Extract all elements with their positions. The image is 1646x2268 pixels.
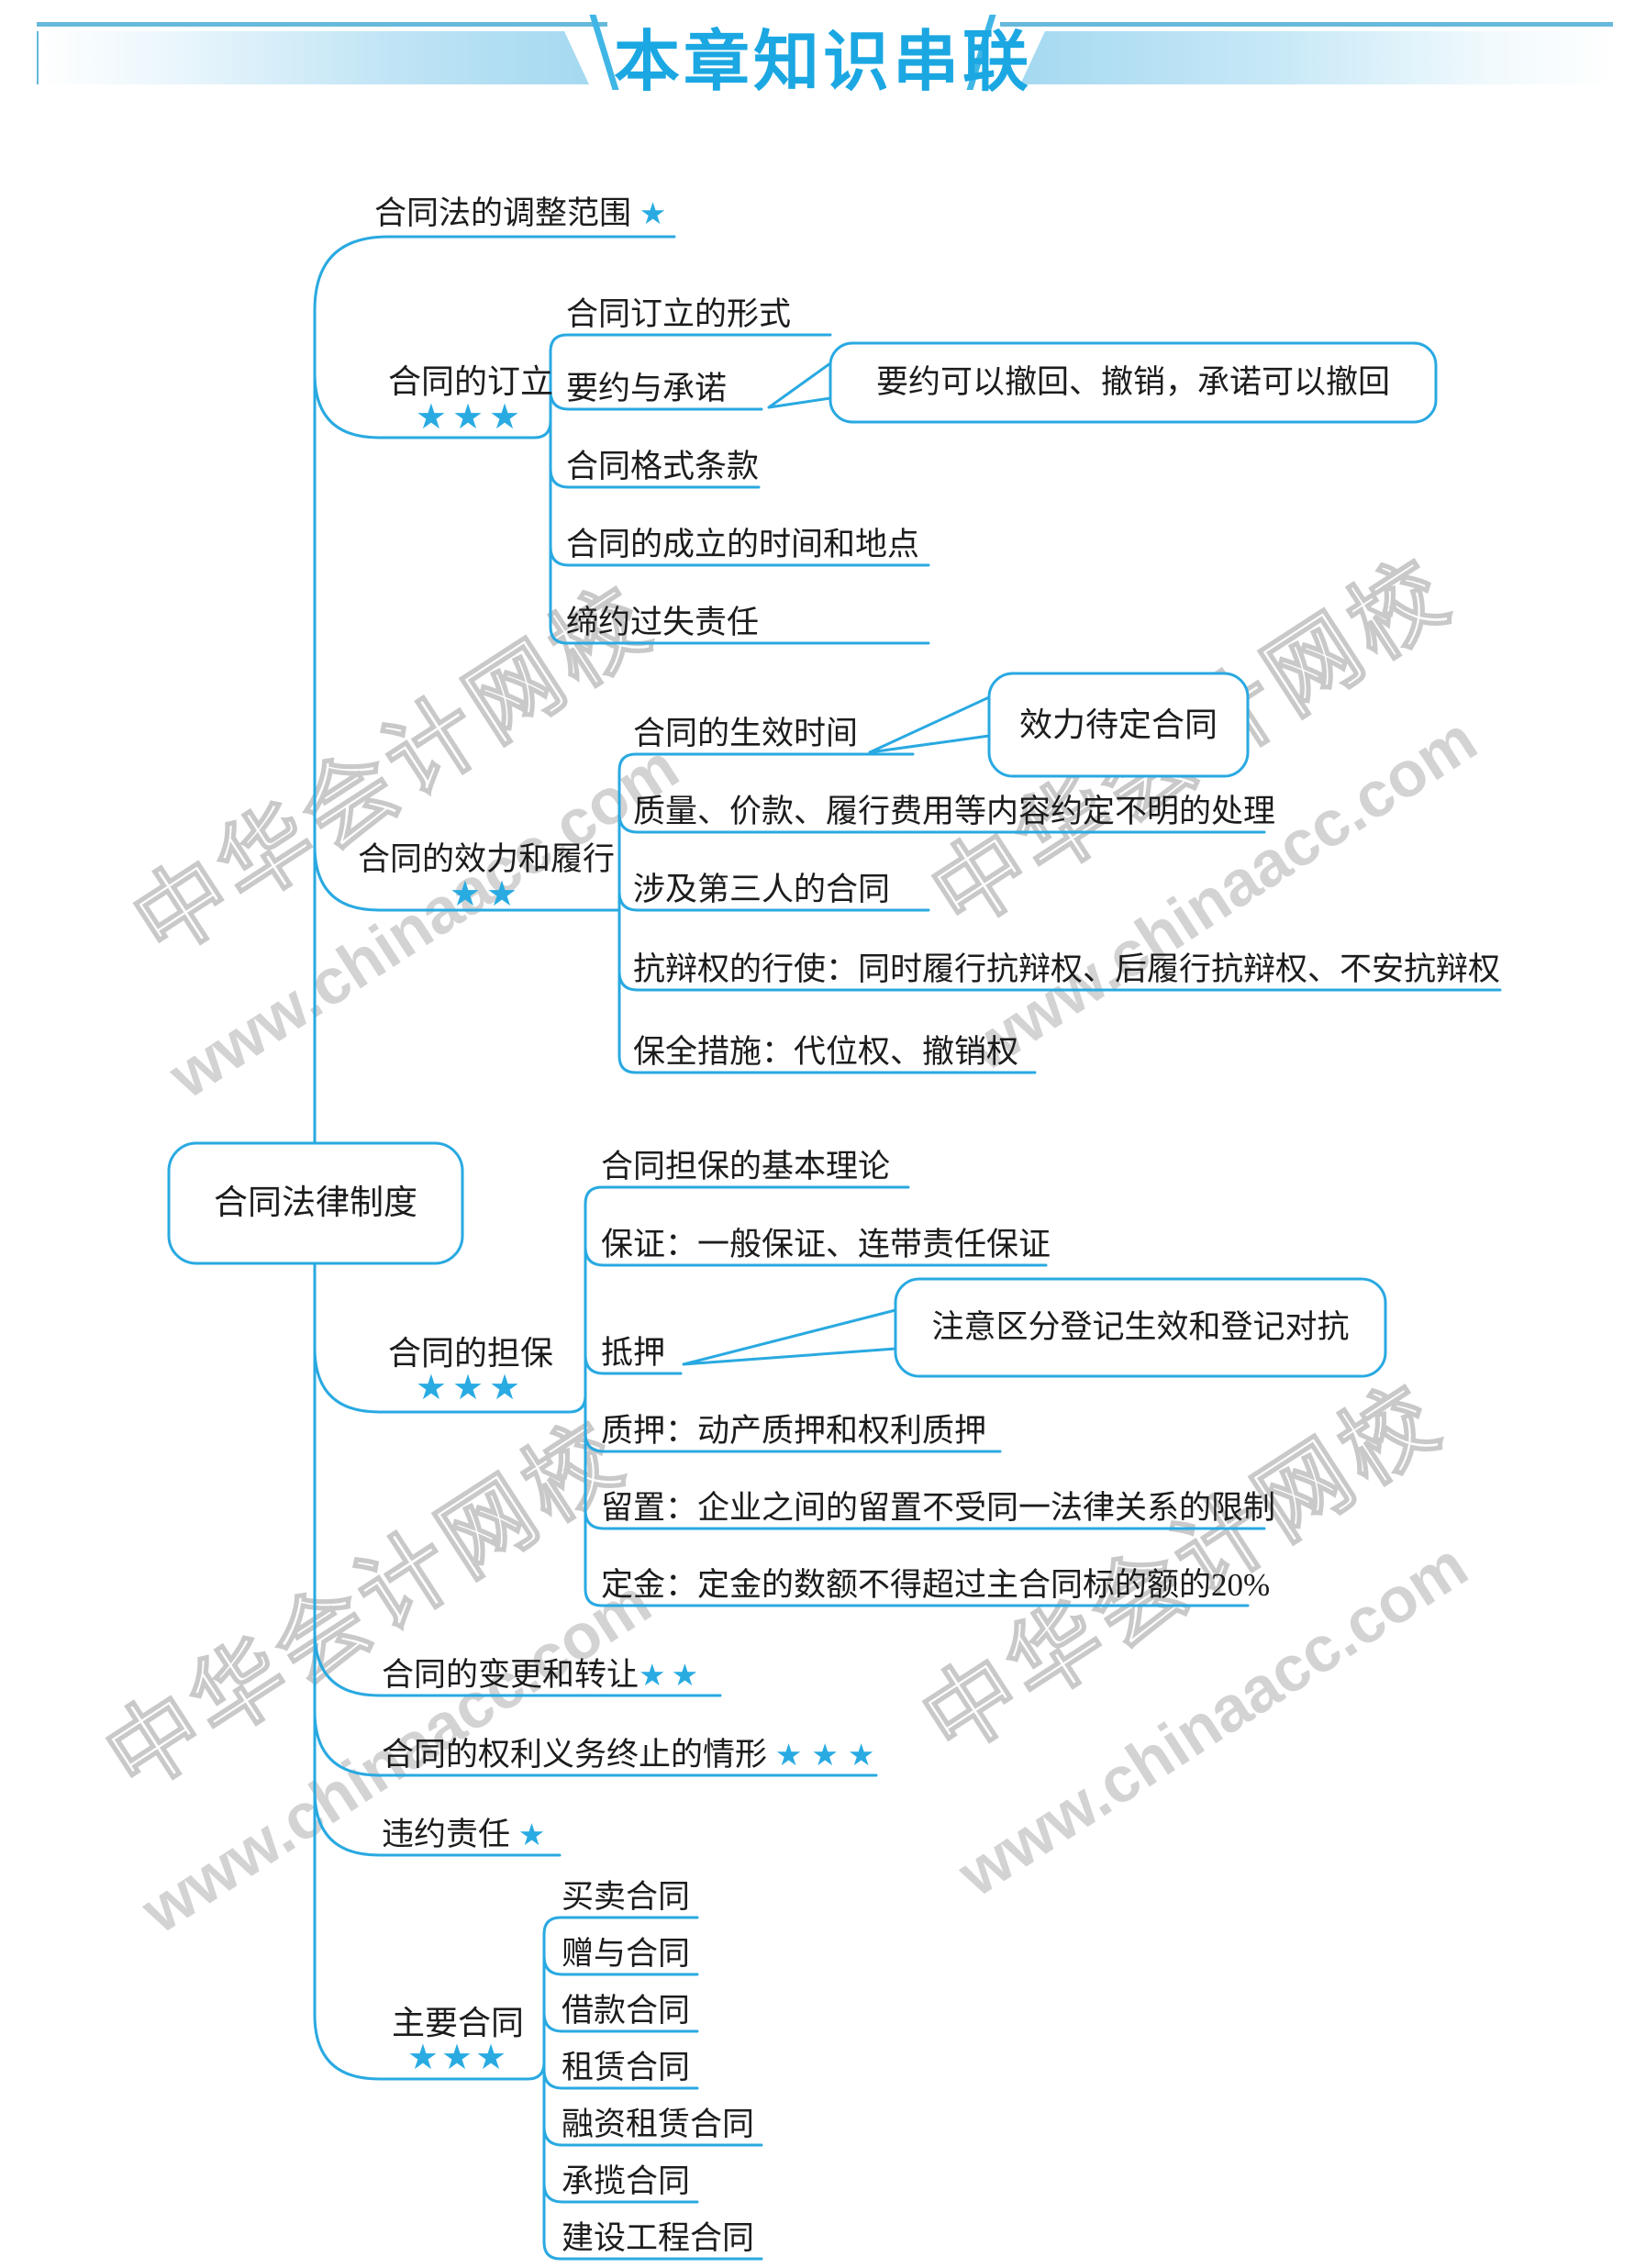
star-rating: ★ <box>639 195 673 231</box>
underline-rongzizulin <box>542 2125 763 2147</box>
callout-box-yaoyue <box>829 341 1438 424</box>
star-rating: ★★ <box>449 873 524 914</box>
child-spine-zhuyao <box>542 1916 763 2261</box>
callout-box-xiaoli <box>987 672 1250 778</box>
node-baozheng: 保证：一般保证、连带责任保证 <box>601 1227 1051 1262</box>
wedge-diya-callout <box>682 1308 897 1366</box>
star-rating: ★★★ <box>406 2037 510 2077</box>
underline-zhiliang <box>617 812 1266 834</box>
underline-jiekuan <box>542 2011 699 2033</box>
node-chenglan: 承揽合同 <box>562 2163 691 2199</box>
node-geshi-tiaokuan: 合同格式条款 <box>566 449 760 484</box>
page-title: 本章知识串联 <box>613 26 1032 99</box>
star-rating: ★★ <box>639 1657 705 1693</box>
header-bar-right <box>1020 31 1615 84</box>
branch-line-weiyue <box>313 1789 562 1857</box>
node-zulin: 租赁合同 <box>562 2050 691 2085</box>
child-spine-dingli <box>549 333 930 645</box>
underline-kangbianquan <box>617 970 1502 992</box>
callout-box-diya <box>894 1277 1387 1378</box>
node-jiekuan: 借款合同 <box>562 1993 691 2029</box>
branch-danbao-label: 合同的担保 <box>388 1335 554 1372</box>
branch-line-zhongzhi <box>313 1709 878 1777</box>
underline-diya <box>584 1353 683 1375</box>
child-spine-danbao <box>584 1185 1250 1607</box>
branch-xiaoli-label: 合同的效力和履行 <box>358 841 616 877</box>
header-bar-left <box>37 31 589 84</box>
branch-zhuyao-hetong-label: 主要合同 <box>392 2005 525 2041</box>
node-rongzi-zulin: 融资租赁合同 <box>562 2107 755 2142</box>
wedge-xiaoli-callout <box>868 695 991 754</box>
branch-line-xiaoli <box>313 844 621 912</box>
star-rating: ★★★ <box>415 396 527 437</box>
callout-yaoyue: 要约可以撤回、撤销，承诺可以撤回 <box>875 364 1390 400</box>
node-chengli-shijian: 合同的成立的时间和地点 <box>566 527 920 562</box>
star-rating: ★ <box>517 1817 551 1852</box>
node-zhiya: 质押：动产质押和权利质押 <box>601 1413 987 1449</box>
node-maimai: 买卖合同 <box>562 1879 691 1915</box>
branch-line-danbao <box>313 1346 587 1414</box>
node-jianshe-gongcheng: 建设工程合同 <box>562 2220 755 2256</box>
underline-geshitiaokuan <box>549 467 761 489</box>
node-liuzhi: 留置：企业之间的留置不受同一法律关系的限制 <box>601 1490 1276 1526</box>
star-rating: ★★★ <box>415 1367 527 1407</box>
child-spine-xiaoli <box>617 752 1037 1074</box>
underline-shejidisanren <box>617 890 930 912</box>
node-zengyu: 赠与合同 <box>562 1936 691 1972</box>
underline-baozheng <box>584 1245 1048 1267</box>
underline-chengli <box>549 545 930 567</box>
branch-biangeng-zhuanrang: 合同的变更和转让★★ <box>382 1657 705 1693</box>
underline-yaoyue <box>549 389 763 411</box>
underline-chenglan <box>542 2182 699 2204</box>
node-diya: 抵押 <box>601 1335 666 1371</box>
node-shengxiao-shijian: 合同的生效时间 <box>633 716 859 751</box>
node-dingjin: 定金：定金的数额不得超过主合同标的额的20% <box>601 1567 1271 1603</box>
wedge-yaoyue-callout <box>767 361 832 409</box>
underline-liuzhi <box>584 1508 1266 1530</box>
branch-weiyue-zeren: 违约责任 ★ <box>382 1817 551 1852</box>
root-node-label: 合同法律制度 <box>214 1184 417 1222</box>
branch-dingli-label: 合同的订立 <box>388 363 554 400</box>
callout-xiaoli-daiding: 效力待定合同 <box>1018 706 1218 743</box>
branch-quanli-yiwu-zhongzhi: 合同的权利义务终止的情形 ★★★ <box>382 1737 884 1773</box>
root-node-box <box>167 1141 464 1265</box>
callout-diya-dengji: 注意区分登记生效和登记对抗 <box>931 1309 1350 1345</box>
node-kangbianquan: 抗辩权的行使：同时履行抗辩权、后履行抗辩权、不安抗辩权 <box>633 951 1501 987</box>
underline-zulin <box>542 2068 699 2090</box>
node-baoquan-cuoshi: 保全措施：代位权、撤销权 <box>633 1034 1019 1070</box>
underline-zengyu <box>542 1954 699 1976</box>
node-yaoyue-chengnuo: 要约与承诺 <box>566 371 728 406</box>
header-rule-left <box>37 22 607 27</box>
node-diyue-guoshi: 缔约过失责任 <box>566 605 760 640</box>
header-rule-right <box>1000 22 1613 27</box>
node-dingli-xingshi: 合同订立的形式 <box>566 296 792 332</box>
branch-line-biangeng <box>313 1629 722 1697</box>
star-rating: ★★★ <box>774 1737 884 1773</box>
branch-line-dingli <box>313 372 552 439</box>
node-danbao-lilun: 合同担保的基本理论 <box>601 1149 891 1184</box>
node-yueding-buming: 质量、价款、履行费用等内容约定不明的处理 <box>633 794 1276 829</box>
main-spine <box>313 235 676 2081</box>
node-disanren-hetong: 涉及第三人的合同 <box>633 872 891 907</box>
underline-zhiya <box>584 1431 1002 1453</box>
branch-tiaozheng-fanwei: 合同法的调整范围 ★ <box>374 195 673 231</box>
